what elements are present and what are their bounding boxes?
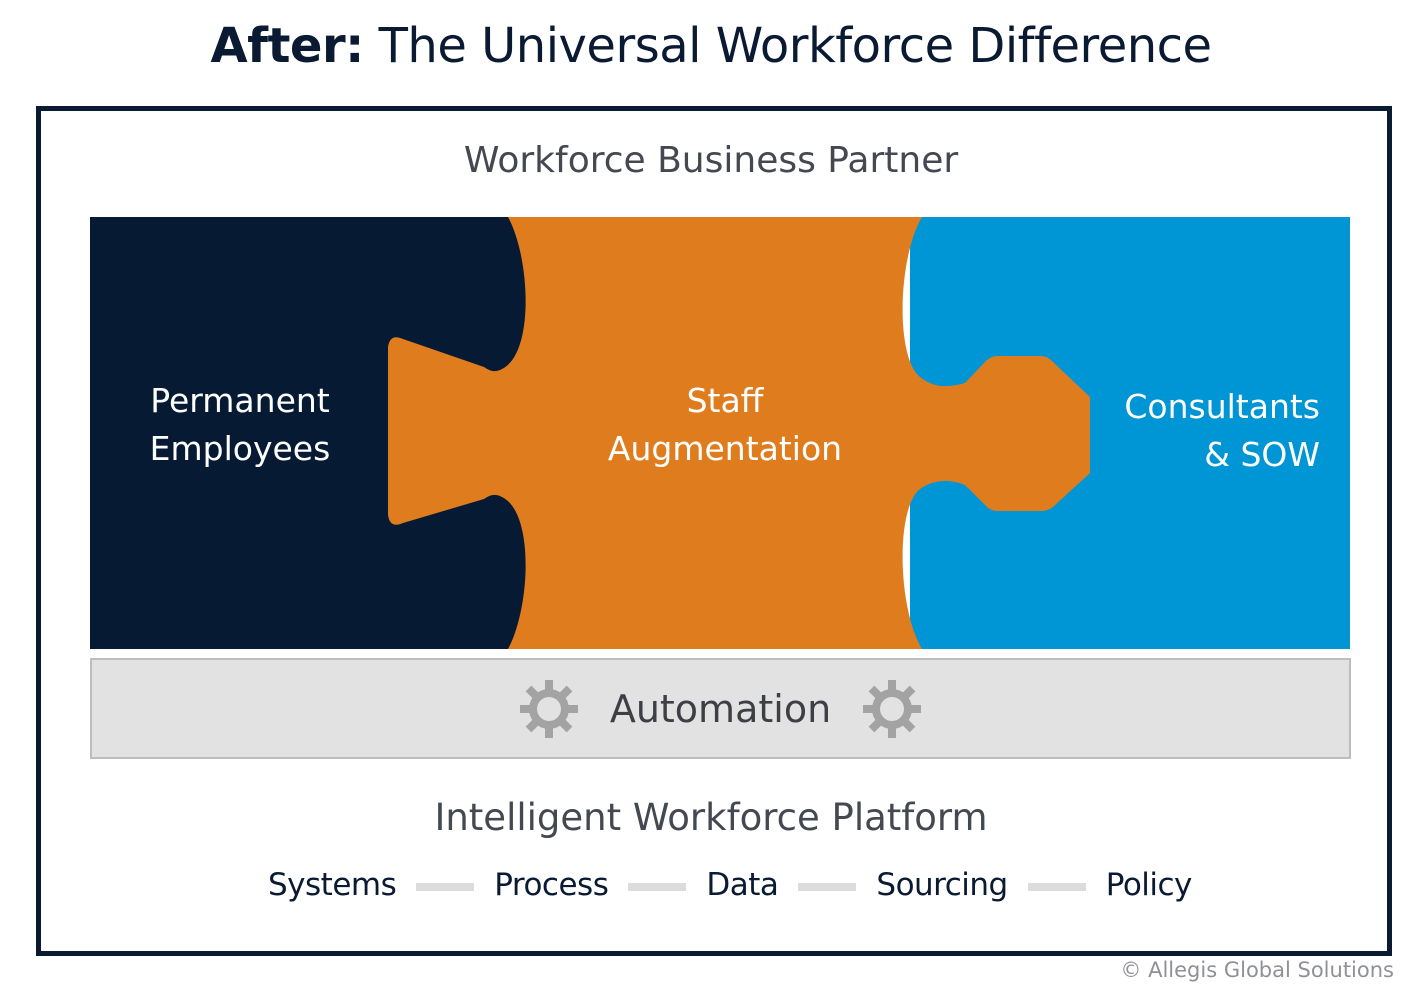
automation-bar: Automation [90,658,1351,759]
pillar-data: Data [706,867,779,903]
staff-augmentation-line1: Staff [686,381,764,420]
pillar-process: Process [494,867,609,903]
pillar-policy: Policy [1105,867,1193,903]
platform-pillars: Systems Process Data Sourcing Policy [268,860,1192,910]
pillar-systems: Systems [268,867,397,903]
puzzle-piece-staff [388,217,1090,649]
gear-icon [863,679,922,738]
pillar-separator [416,883,475,891]
permanent-employees-line1: Permanent [150,381,330,420]
title-rest: The Universal Workforce Difference [363,18,1212,74]
automation-label: Automation [609,686,832,731]
copyright-notice: © Allegis Global Solutions [1120,958,1394,982]
puzzle-pieces-graphic [90,217,1350,649]
gear-icon [519,679,578,738]
permanent-employees-label: Permanent Employees [90,377,390,473]
pillar-sourcing: Sourcing [876,867,1008,903]
staff-augmentation-line2: Augmentation [607,429,843,468]
staff-augmentation-label: Staff Augmentation [560,377,890,473]
consultants-sow-label: Consultants & SOW [1080,383,1320,479]
consultants-sow-line1: Consultants [1124,387,1320,426]
page-title: After: The Universal Workforce Differenc… [0,18,1422,74]
consultants-sow-line2: & SOW [1204,435,1320,474]
workforce-business-partner-label: Workforce Business Partner [463,140,959,181]
intelligent-workforce-platform-label: Intelligent Workforce Platform [434,796,988,839]
pillar-separator [798,883,857,891]
pillar-separator [1027,883,1086,891]
title-lead: After: [210,18,364,74]
puzzle-diagram: Permanent Employees Staff Augmentation C… [90,217,1350,649]
pillar-separator [628,883,687,891]
permanent-employees-line2: Employees [149,429,331,468]
